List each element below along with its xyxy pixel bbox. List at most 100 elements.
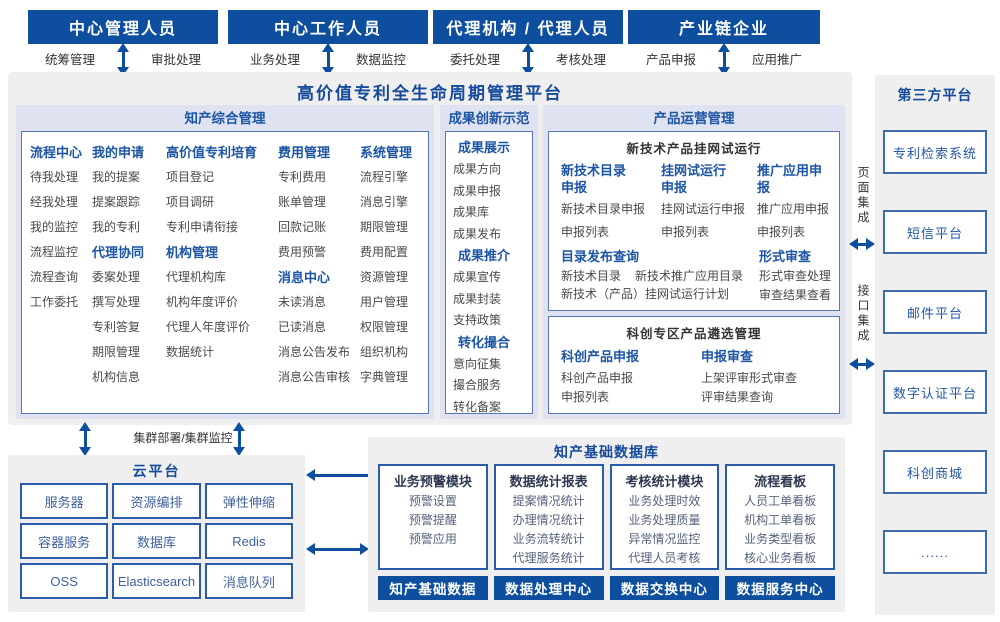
menu-list: 流程引擎消息引擎期限管理费用配置资源管理用户管理权限管理组织机构字典管理 <box>360 165 426 390</box>
menu-item: 申报列表 <box>661 225 710 239</box>
role-agency: 代理机构 / 代理人员 委托处理 考核处理 <box>433 10 623 76</box>
box-sci-tech-zone-selection: 科创专区产品遴选管理 科创产品申报 科创产品申报申报列表 申报审查 上架评审形式… <box>548 316 840 414</box>
role-title: 代理机构 / 代理人员 <box>433 10 623 44</box>
menu-item: 新技术目录申报 <box>561 202 646 216</box>
menu-group-heading: 新技术目录申报 <box>561 163 627 195</box>
menu-item: 新技术推广应用目录 <box>635 269 744 283</box>
menu-list: 委案处理撰写处理专利答复期限管理机构信息 <box>92 265 166 390</box>
menu-group-heading: 高价值专利培育 <box>166 145 258 160</box>
role-action-label: 委托处理 <box>449 52 500 67</box>
menu-item: 字典管理 <box>360 370 409 384</box>
module-heading: 数据统计报表 <box>509 474 588 489</box>
menu-list: 成果方向成果申报成果库成果发布 <box>453 159 532 245</box>
module-item: 代理人员考核 <box>628 551 701 565</box>
module-heading: 流程看板 <box>754 474 807 489</box>
menu-item: 项目调研 <box>166 195 215 209</box>
menu-group-heading: 挂网试运行申报 <box>661 163 727 195</box>
panel-achievement-demo: 成果创新示范 成果展示 成果方向成果申报成果库成果发布 成果推介 成果宣传成果封… <box>440 105 538 419</box>
menu-list: 新技术目录申报申报列表 <box>561 198 661 244</box>
menu-group-heading: 流程中心 <box>30 145 83 160</box>
menu-list: 挂网试运行申报申报列表 <box>661 198 757 244</box>
menu-group-heading: 系统管理 <box>360 145 413 160</box>
menu-group-heading: 成果展示 <box>458 140 511 155</box>
menu-item: 申报列表 <box>561 225 610 239</box>
cloud-service-box: 服务器 <box>20 483 109 519</box>
vertical-double-arrow-icon <box>321 43 335 76</box>
menu-item: 成果申报 <box>453 183 502 198</box>
menu-item: 已读消息 <box>278 320 327 334</box>
menu-item: 上架评审形式审查 <box>701 371 798 385</box>
role-action-label: 审批处理 <box>151 52 202 67</box>
menu-item: 意向征集 <box>453 356 502 371</box>
cloud-service-box: 数据库 <box>112 523 201 559</box>
panel-ip-management-body: 流程中心 待我处理经我处理我的监控流程监控流程查询工作委托 我的申请 我的提案提… <box>21 131 429 414</box>
menu-list: 未读消息已读消息消息公告发布消息公告审核 <box>278 290 360 390</box>
menu-list: 专利费用账单管理回款记账费用预警 <box>278 165 360 265</box>
module-item: 业务流转统计 <box>512 532 585 546</box>
menu-item: 撰写处理 <box>92 295 141 309</box>
cloud-service-box: 弹性伸缩 <box>204 483 293 519</box>
menu-item: 专利费用 <box>278 170 327 184</box>
module-item: 预警提醒 <box>408 513 457 527</box>
menu-item: 科创产品申报 <box>561 371 634 385</box>
menu-column-system: 系统管理 流程引擎消息引擎期限管理费用配置资源管理用户管理权限管理组织机构字典管… <box>360 140 426 413</box>
menu-row: 新技术目录新技术推广应用目录 <box>561 267 759 286</box>
menu-item: 转化备案 <box>453 399 502 414</box>
menu-column-apply-review: 申报审查 上架评审形式审查评审结果查询 <box>701 345 831 407</box>
menu-group-heading: 消息中心 <box>278 270 331 285</box>
menu-item: 账单管理 <box>278 195 327 209</box>
panel-title: 成果创新示范 <box>448 111 530 126</box>
panel-product-operation: 产品运营管理 新技术产品挂网试运行 新技术目录申报 新技术目录申报申报列表 挂网… <box>543 105 845 419</box>
vertical-double-arrow-icon <box>521 43 535 76</box>
module-list: 提案情况统计办理情况统计业务流转统计代理服务统计 <box>496 492 602 568</box>
cloud-service-box: 容器服务 <box>20 523 109 559</box>
cloud-service-box: 资源编排 <box>112 483 201 519</box>
menu-group-heading: 转化撮合 <box>458 334 511 350</box>
menu-item: 消息公告发布 <box>278 345 351 359</box>
menu-item: 经我处理 <box>30 195 79 209</box>
menu-item: 我的提案 <box>92 170 141 184</box>
menu-item: 期限管理 <box>92 345 141 359</box>
menu-item: 数据统计 <box>166 345 215 359</box>
menu-item: 申报列表 <box>561 390 610 404</box>
data-center-badge: 数据交换中心 <box>609 576 720 600</box>
menu-item: 成果方向 <box>453 162 502 176</box>
menu-item: 评审结果查询 <box>701 390 774 404</box>
data-center-badges: 知产基础数据数据处理中心数据交换中心数据服务中心 <box>378 576 835 600</box>
vertical-double-arrow-icon <box>232 422 246 456</box>
module-item: 人员工单看板 <box>744 494 817 508</box>
box-new-tech-trial: 新技术产品挂网试运行 新技术目录申报 新技术目录申报申报列表 挂网试运行申报 挂… <box>548 131 840 311</box>
third-party-box: 科创商城 <box>883 450 987 494</box>
third-party-title: 第三方平台 <box>897 87 973 103</box>
cluster-label: 集群部署/集群监控 <box>133 431 233 445</box>
cloud-service-box: Redis <box>204 523 293 559</box>
role-industry-enterprise: 产业链企业 产品申报 应用推广 <box>628 10 820 76</box>
cloud-service-box: 消息队列 <box>204 563 293 599</box>
role-title: 中心管理人员 <box>28 10 218 44</box>
menu-item: 用户管理 <box>360 295 409 309</box>
menu-column-formal-review: 形式审查 形式审查处理审查结果查看 <box>759 247 831 305</box>
menu-item: 挂网试运行申报 <box>661 202 746 216</box>
menu-item: 未读消息 <box>278 295 327 309</box>
role-action-label: 应用推广 <box>752 52 803 67</box>
module-item: 机构工单看板 <box>744 513 817 527</box>
third-party-box: 短信平台 <box>883 210 987 254</box>
menu-item: 代理人年度评价 <box>166 320 251 334</box>
module-item: 业务类型看板 <box>744 532 817 546</box>
menu-item: 权限管理 <box>360 320 409 334</box>
vertical-double-arrow-icon <box>116 43 130 76</box>
menu-item: 支持政策 <box>453 313 502 327</box>
menu-item: 待我处理 <box>30 170 79 184</box>
platform-container: 高价值专利全生命周期管理平台 知产综合管理 流程中心 待我处理经我处理我的监控流… <box>8 72 852 425</box>
menu-group-heading: 我的申请 <box>92 145 145 160</box>
module-process-kanban: 流程看板 人员工单看板机构工单看板业务类型看板核心业务看板 <box>725 464 835 570</box>
menu-item: 资源管理 <box>360 270 409 284</box>
panel-achievement-body: 成果展示 成果方向成果申报成果库成果发布 成果推介 成果宣传成果封装支持政策 转… <box>445 131 533 414</box>
menu-list: 上架评审形式审查评审结果查询 <box>701 369 831 407</box>
role-action-label: 数据监控 <box>356 52 407 67</box>
role-center-staff: 中心工作人员 业务处理 数据监控 <box>228 10 428 76</box>
menu-column-new-tech-catalog: 新技术目录申报 新技术目录申报申报列表 <box>561 162 661 244</box>
